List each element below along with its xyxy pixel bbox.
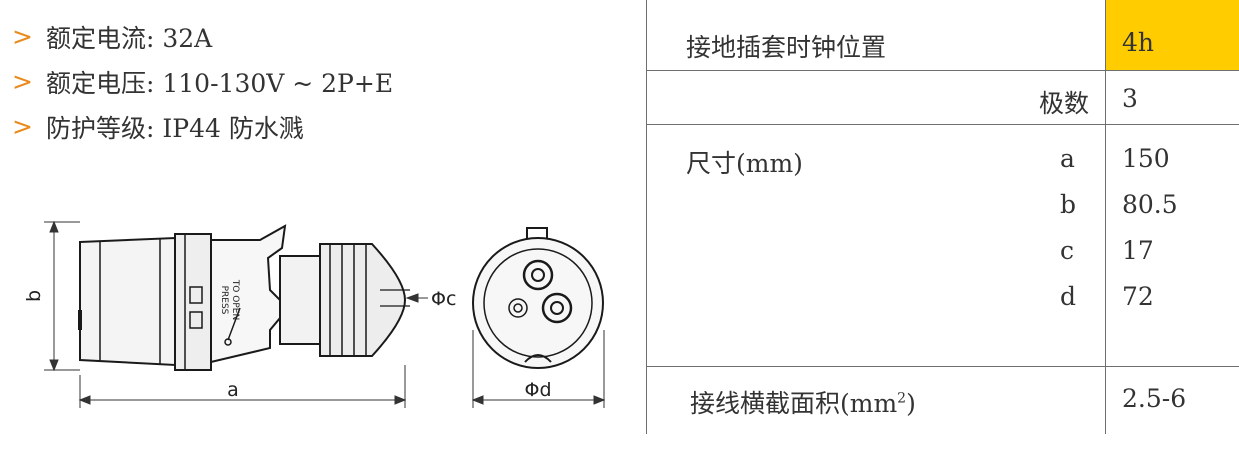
wire-cross-section-value: 2.5-6 [1122, 384, 1187, 413]
side-view [78, 224, 410, 371]
spec-rated-current: > 额定电流: 32A [12, 22, 213, 53]
chevron-right-icon: > [12, 112, 33, 141]
dimension-a-label: a [227, 379, 239, 401]
clock-value-highlight [1105, 0, 1239, 70]
spec-protection-level: > 防护等级: IP44 防水溅 [12, 112, 304, 143]
spec-rated-voltage: > 额定电压: 110-130V ~ 2P+E [12, 67, 394, 98]
chevron-right-icon: > [12, 22, 33, 51]
table-column-divider [1105, 0, 1106, 434]
press-to-open-label: PRESS [219, 286, 229, 315]
spec-list: > 额定电流: 32A > 额定电压: 110-130V ~ 2P+E > 防护… [12, 14, 393, 149]
dimension-key: c [1060, 236, 1075, 265]
dimension-value: 150 [1122, 144, 1170, 173]
dimension-value: 72 [1122, 282, 1154, 311]
plug-technical-drawing: PRESS TO OPEN a b Φc Φd [23, 220, 606, 408]
dimension-c-label: Φc [431, 288, 456, 310]
dimension-lines [44, 220, 428, 408]
poles-label: 极数 [1038, 89, 1089, 118]
clock-position-value: 4h [1122, 28, 1155, 57]
dimension-key: b [1060, 190, 1077, 219]
table-row-divider [646, 70, 1239, 71]
front-view [472, 227, 604, 369]
wire-cross-section-label: 接线横截面积(mm2) [690, 389, 916, 418]
poles-value: 3 [1122, 84, 1138, 113]
press-to-open-label-2: TO OPEN [230, 279, 240, 320]
table-border-left [646, 0, 647, 434]
clock-position-label: 接地插套时钟位置 [686, 33, 887, 62]
table-row-divider [646, 366, 1239, 367]
dimension-value: 17 [1122, 236, 1154, 265]
table-row-divider [646, 124, 1239, 125]
chevron-right-icon: > [12, 67, 33, 96]
spec-table: 接地插套时钟位置 4h 极数 3 尺寸(mm) a 150 b 80.5 c 1… [646, 0, 1239, 434]
dimension-key: a [1060, 144, 1075, 173]
dimension-d-label: Φd [524, 379, 551, 401]
dimension-b-label: b [23, 290, 45, 302]
dimension-key: d [1060, 282, 1077, 311]
dimension-value: 80.5 [1122, 190, 1178, 219]
size-label: 尺寸(mm) [686, 149, 803, 178]
